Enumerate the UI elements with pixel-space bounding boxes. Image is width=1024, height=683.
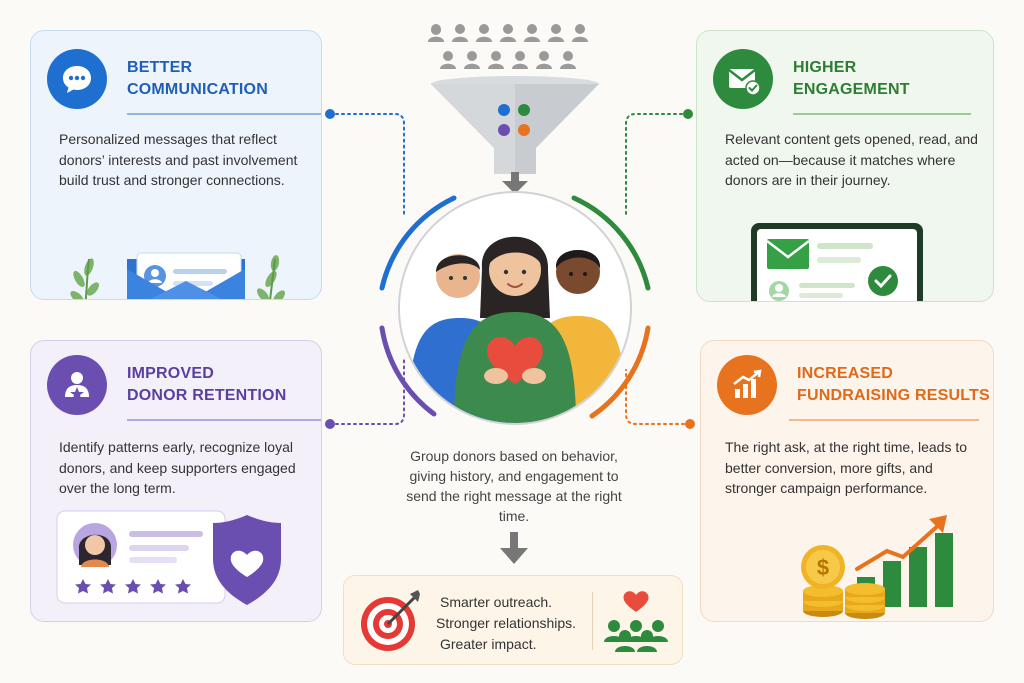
card-higher-engagement: HIGHER ENGAGEMENT Relevant content gets … [696, 30, 994, 302]
card-title: BETTER COMMUNICATION [127, 57, 268, 101]
summary-line-3: Greater impact. [440, 636, 537, 652]
email-check-icon [713, 49, 773, 109]
summary-line-1: Smarter outreach. [440, 594, 553, 610]
title-rule [127, 419, 321, 421]
card-description: The right ask, at the right time, leads … [725, 439, 968, 496]
email-device-illustration [751, 223, 923, 301]
card-title: INCREASED FUNDRAISING RESULTS [797, 363, 990, 407]
svg-text:$: $ [817, 555, 829, 580]
title-rule [127, 113, 321, 115]
summary-line-2: Stronger relationships. [436, 615, 577, 631]
arrow-down-icon [500, 532, 528, 564]
card-improved-donor-retention: IMPROVED DONOR RETENTION Identify patter… [30, 340, 322, 622]
title-line-2: DONOR RETENTION [127, 387, 287, 404]
card-description: Relevant content gets opened, read, and … [725, 131, 978, 188]
crowd-icons [428, 24, 588, 69]
card-title: IMPROVED DONOR RETENTION [127, 363, 286, 407]
title-line-1: INCREASED [797, 365, 894, 382]
title-rule [793, 113, 971, 115]
summary-lines: Smarter outreach. Stronger relationships… [436, 592, 576, 655]
funnel-icon [428, 24, 599, 194]
envelope-letter-illustration [70, 252, 285, 299]
summary-box: Smarter outreach. Stronger relationships… [343, 575, 683, 665]
community-heart-icon [604, 591, 668, 652]
card-header: BETTER COMMUNICATION [47, 49, 268, 109]
summary-divider [592, 592, 593, 650]
title-line-2: ENGAGEMENT [793, 81, 910, 98]
card-header: INCREASED FUNDRAISING RESULTS [717, 355, 990, 415]
title-line-1: IMPROVED [127, 365, 214, 382]
card-header: HIGHER ENGAGEMENT [713, 49, 910, 109]
person-star-icon [47, 355, 107, 415]
card-description: Personalized messages that reflect donor… [59, 131, 298, 188]
card-header: IMPROVED DONOR RETENTION [47, 355, 286, 415]
title-line-1: HIGHER [793, 59, 857, 76]
coins-growth-illustration: $ [801, 515, 953, 619]
card-title: HIGHER ENGAGEMENT [793, 57, 910, 101]
target-arrow-icon [361, 590, 420, 651]
title-rule [789, 419, 979, 421]
title-line-2: COMMUNICATION [127, 81, 268, 98]
donor-group-illustration [379, 191, 651, 425]
donor-profile-illustration [56, 510, 281, 605]
title-line-1: BETTER [127, 59, 193, 76]
segmentation-description: Group donors based on behavior, giving h… [406, 448, 622, 524]
growth-chart-icon [717, 355, 777, 415]
card-better-communication: BETTER COMMUNICATION Personalized messag… [30, 30, 322, 300]
title-line-2: FUNDRAISING RESULTS [797, 387, 990, 404]
card-description: Identify patterns early, recognize loyal… [59, 439, 296, 496]
card-increased-fundraising-results: INCREASED FUNDRAISING RESULTS The right … [700, 340, 994, 622]
chat-bubble-icon [47, 49, 107, 109]
